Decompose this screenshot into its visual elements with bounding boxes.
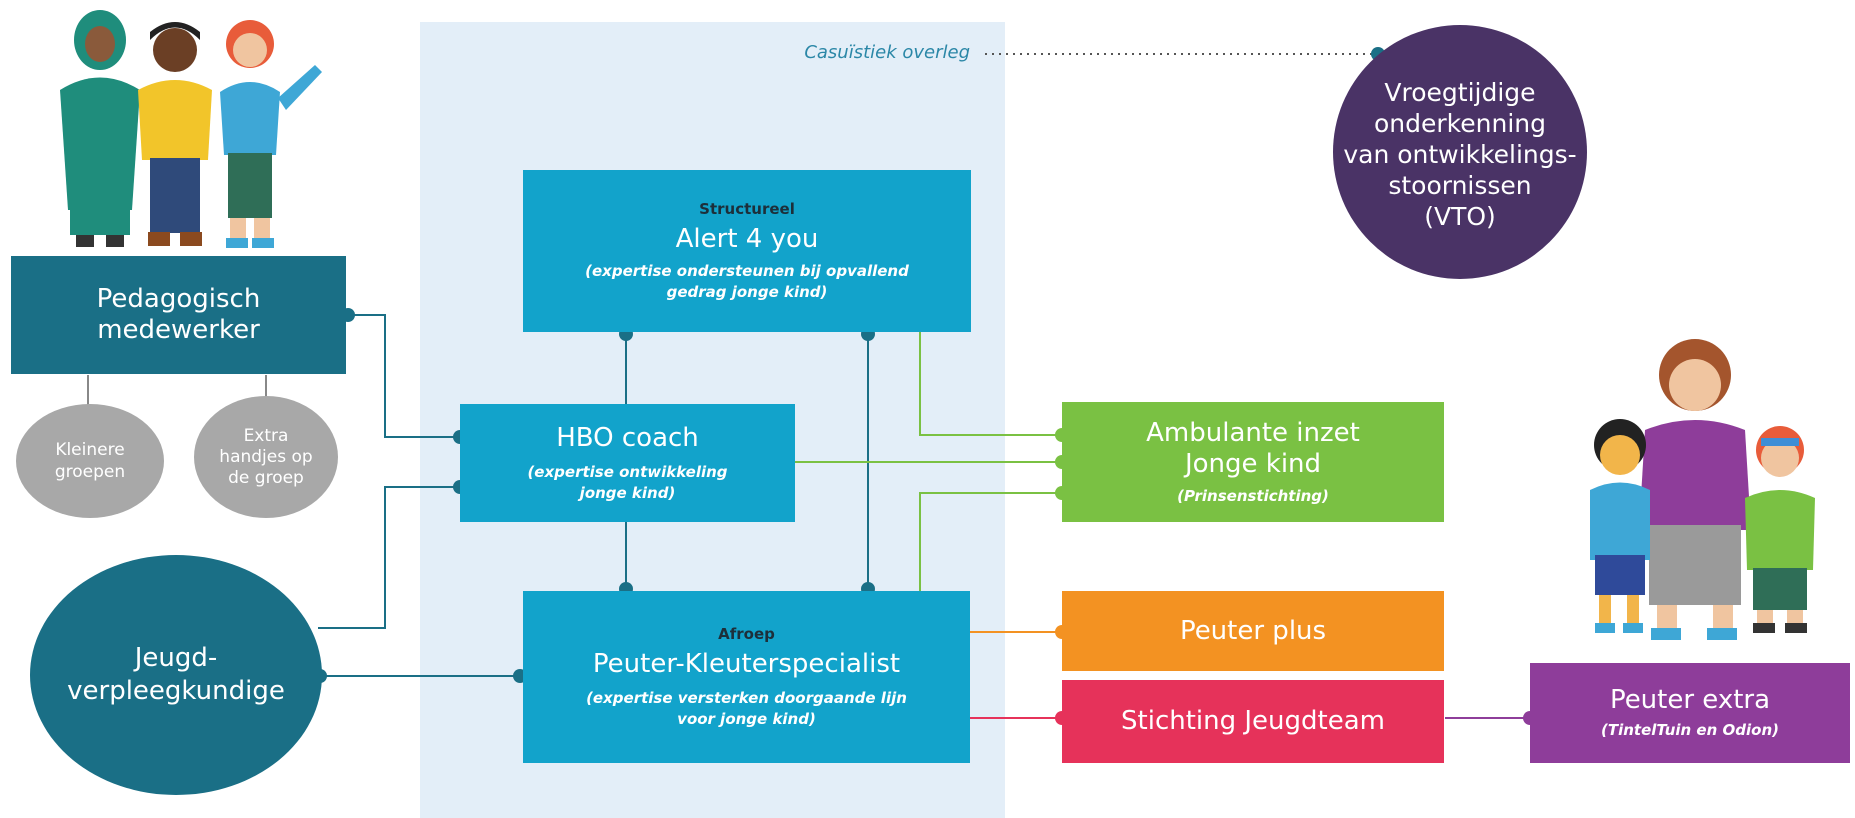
peuterkleuter-tag: Afroep — [718, 624, 775, 643]
extra-line: handjes op — [219, 446, 313, 467]
connector-pedagogisch-hbo — [348, 314, 462, 438]
ambulante-inzet-box: Ambulante inzet Jonge kind (Prinsenstich… — [1062, 402, 1444, 522]
vto-line: onderkenning — [1374, 108, 1546, 138]
vto-line: Vroegtijdige — [1384, 77, 1536, 107]
pedagogisch-line: medewerker — [97, 315, 260, 345]
extra-line: de groep — [228, 467, 304, 488]
alert-title: Alert 4 you — [675, 223, 819, 254]
peuterextra-subtitle: (TintelTuin en Odion) — [1601, 721, 1779, 739]
casuistiek-overleg-label: Casuïstiek overleg — [804, 42, 970, 63]
stichting-jeugdteam-box: Stichting Jeugdteam — [1062, 680, 1444, 763]
peuter-kleuterspecialist-box: Afroep Peuter-Kleuterspecialist (experti… — [523, 591, 970, 763]
extra-line: Extra — [243, 425, 289, 446]
jeugdverpleegkundige-circle: Jeugd- verpleegkundige — [30, 555, 322, 795]
ambulante-subtitle: (Prinsenstichting) — [1177, 486, 1329, 505]
jeugd-line: Jeugd- — [134, 643, 218, 673]
hbo-title: HBO coach — [556, 422, 699, 453]
vto-line: stoornissen — [1388, 170, 1532, 200]
ambulante-title: Jonge kind — [1184, 448, 1322, 479]
connector-peuterkleuter-ambulante — [919, 492, 1062, 591]
peuter-plus-box: Peuter plus — [1062, 591, 1444, 671]
peuter-extra-box: Peuter extra (TintelTuin en Odion) — [1530, 663, 1850, 763]
vto-circle: Vroegtijdige onderkenning van ontwikkeli… — [1333, 25, 1587, 279]
peuterextra-title: Peuter extra — [1609, 685, 1771, 715]
pedagogisch-medewerker-box: Pedagogisch medewerker — [11, 256, 346, 374]
alert-subtitle: gedrag jonge kind) — [666, 282, 828, 301]
jeugd-line: verpleegkundige — [67, 676, 285, 706]
pedagogisch-line: Pedagogisch — [96, 284, 261, 314]
kleinere-line: groepen — [54, 462, 126, 482]
alert-subtitle: (expertise ondersteunen bij opvallend — [585, 261, 909, 280]
peuterkleuter-subtitle: (expertise versterken doorgaande lijn — [586, 688, 907, 707]
connector-jeugd-hbo — [318, 486, 462, 629]
peuterplus-title: Peuter plus — [1179, 615, 1327, 646]
kleinere-line: Kleinere — [55, 440, 125, 460]
alert-tag: Structureel — [699, 199, 795, 218]
ambulante-title: Ambulante inzet — [1146, 417, 1360, 448]
vto-line: (VTO) — [1424, 201, 1496, 231]
alert-4-you-box: Structureel Alert 4 you (expertise onder… — [523, 170, 971, 332]
family-illustration — [1590, 339, 1815, 640]
hbo-coach-box: HBO coach (expertise ontwikkeling jonge … — [460, 404, 795, 522]
extra-handjes-circle: Extra handjes op de groep — [194, 396, 338, 518]
kleinere-groepen-circle: Kleinere groepen — [16, 404, 164, 518]
hbo-subtitle: jonge kind) — [579, 483, 676, 502]
peuterkleuter-subtitle: voor jonge kind) — [677, 709, 816, 728]
jeugdteam-title: Stichting Jeugdteam — [1121, 706, 1385, 736]
peuterkleuter-title: Peuter-Kleuterspecialist — [592, 648, 901, 679]
staff-illustration — [60, 10, 322, 248]
hbo-subtitle: (expertise ontwikkeling — [527, 462, 728, 481]
vto-line: van ontwikkelings- — [1343, 139, 1577, 169]
connector-alert-ambulante — [919, 332, 1062, 436]
